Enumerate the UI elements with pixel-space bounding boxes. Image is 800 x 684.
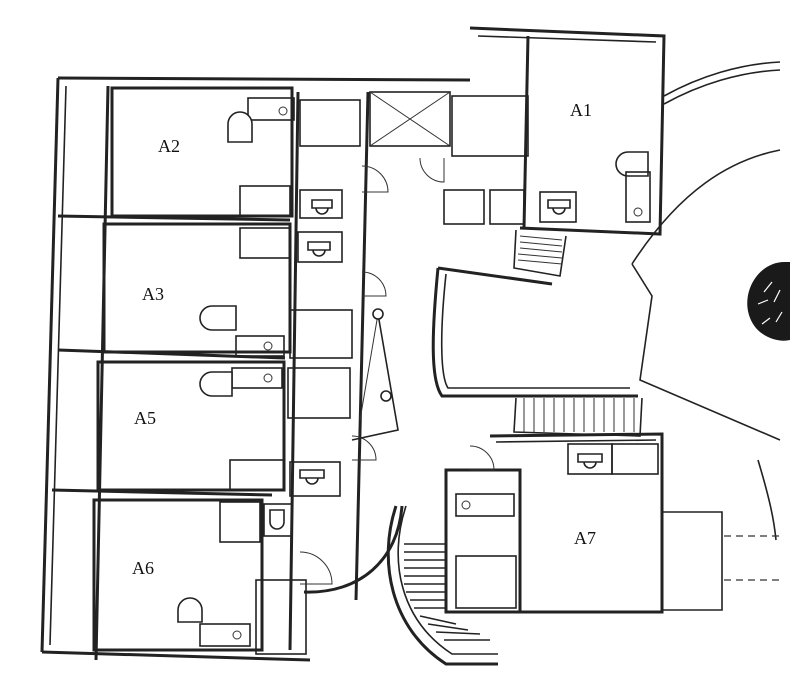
kitchenette-icon [227, 111, 253, 143]
door-swing-icon [299, 551, 333, 585]
door-swing-icon [361, 271, 387, 297]
toilet-icon [299, 469, 325, 485]
unit-a5: A5 [96, 360, 351, 497]
unit-label-a7: A7 [574, 528, 596, 548]
unit-label-a2: A2 [158, 136, 180, 156]
unit-label-a5: A5 [134, 408, 156, 428]
unit-label-a1: A1 [570, 100, 592, 120]
door-swing-icon [419, 157, 445, 183]
kitchenette-icon [199, 305, 237, 331]
toilet-icon [269, 509, 285, 530]
entry-arc [303, 505, 404, 594]
courtyard-arcs [631, 61, 781, 541]
skylight-icon [369, 91, 451, 147]
toilet-icon [547, 199, 571, 215]
tree-icon [747, 262, 790, 341]
unit-label-a6: A6 [132, 558, 154, 578]
unit-a3: A3 [102, 222, 353, 359]
door-swing-icon [361, 165, 389, 193]
toilet-icon [577, 453, 603, 469]
unit-label-a3: A3 [142, 284, 164, 304]
door-swing-icon [351, 435, 377, 461]
stairs-icon [513, 397, 643, 437]
kitchenette-icon [199, 371, 233, 397]
kitchenette-icon [615, 151, 649, 177]
kitchenette-icon [177, 597, 203, 623]
stairs-icon [513, 229, 567, 277]
lobby-curve [431, 266, 638, 398]
unit-a1: A1 [419, 26, 666, 236]
toilet-icon [307, 241, 331, 257]
unit-a2: A2 [110, 86, 361, 219]
door-swing-icon [469, 445, 495, 471]
left-building-shell [40, 76, 471, 662]
stairs-icon [386, 505, 498, 666]
corridor-doors [299, 165, 389, 585]
unit-a6: A6 [92, 498, 307, 655]
atrium-glazing [351, 308, 399, 441]
unit-a7: A7 [444, 432, 780, 614]
toilet-icon [311, 199, 333, 215]
